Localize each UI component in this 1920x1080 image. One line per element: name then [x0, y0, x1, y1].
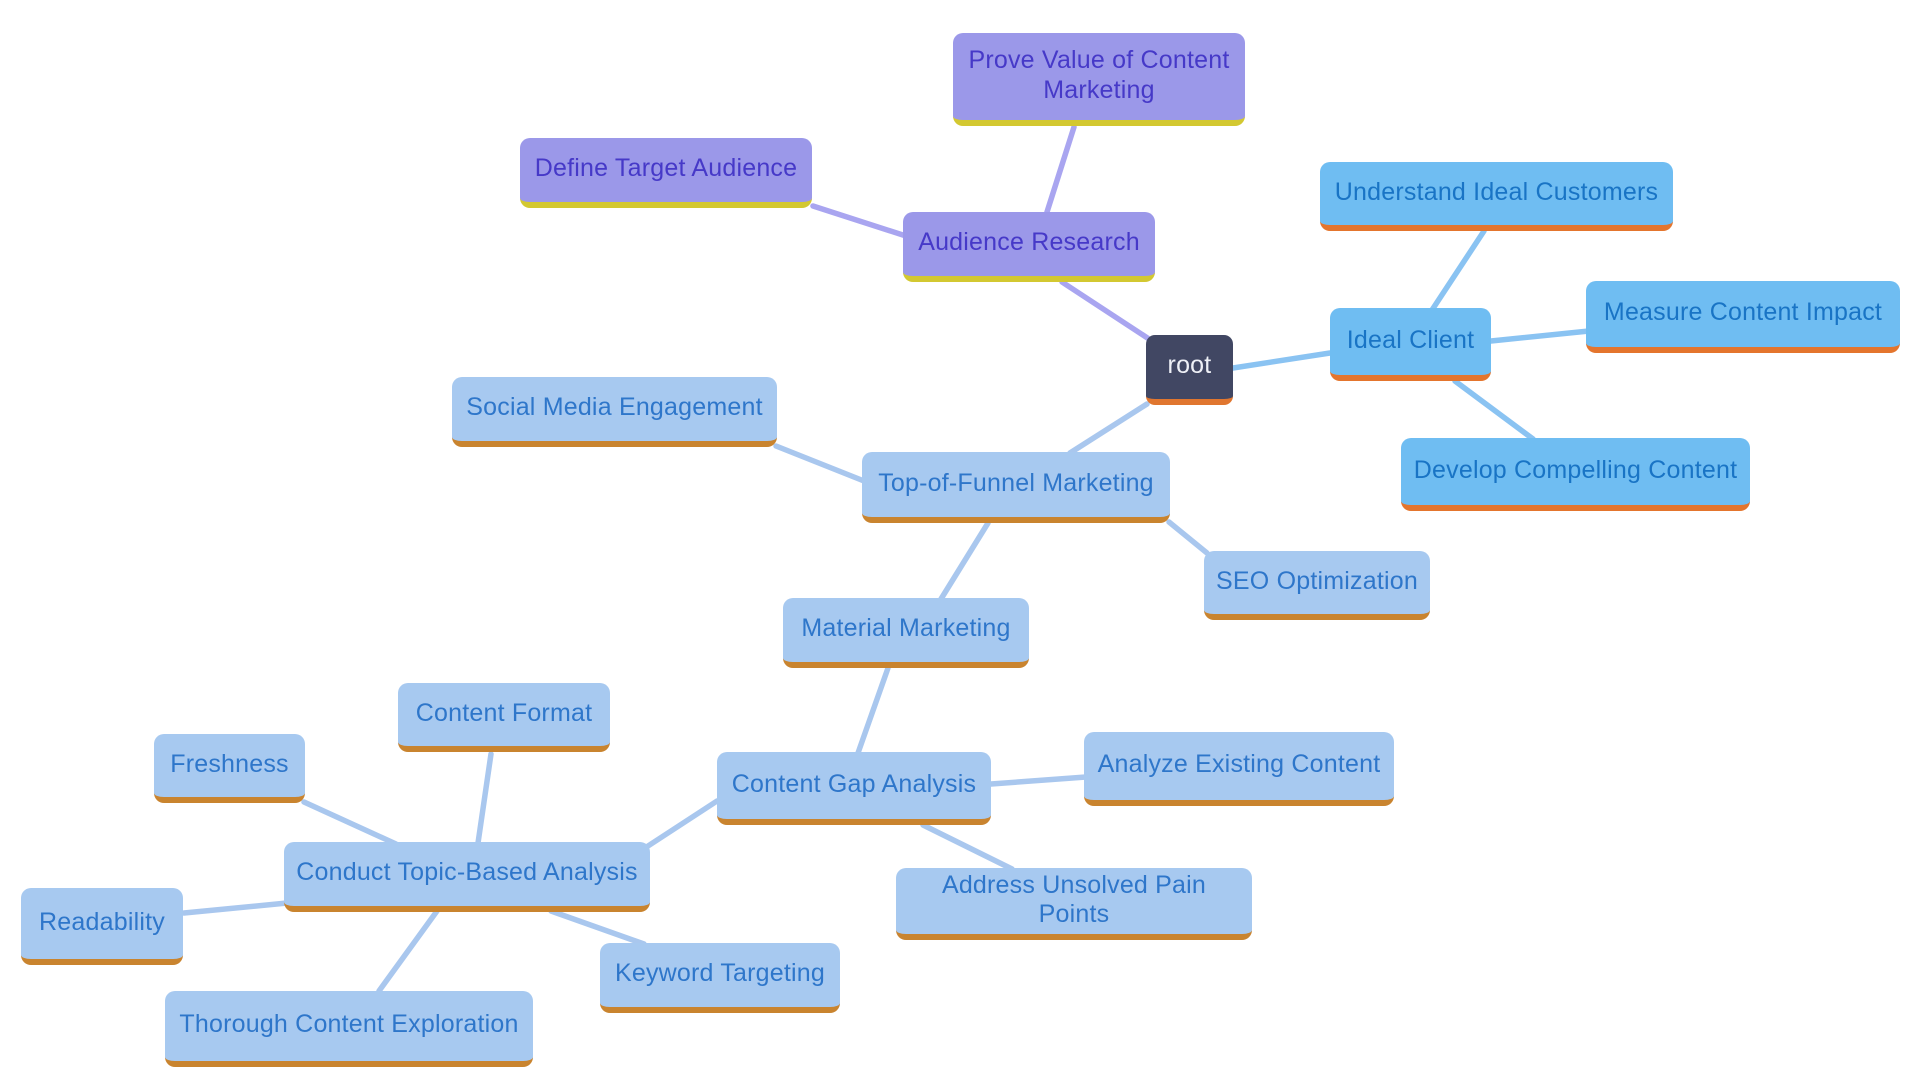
mindmap-edge-material_marketing-to-content_gap_analysis — [855, 665, 891, 756]
node-label: Develop Compelling Content — [1413, 455, 1738, 484]
mindmap-node-top-of-funnel-marketing[interactable]: Top-of-Funnel Marketing — [862, 452, 1170, 523]
mindmap-edge-conduct_topic_based_analysis-to-thorough_content_exploration — [376, 908, 440, 994]
mindmap-node-conduct-topic-based-analysis[interactable]: Conduct Topic-Based Analysis — [284, 842, 650, 912]
mindmap-edge-ideal_client-to-develop_compelling_content — [1452, 378, 1536, 442]
node-label: Freshness — [170, 749, 289, 778]
mindmap-edge-conduct_topic_based_analysis-to-readability — [181, 900, 290, 916]
mindmap-edge-audience_research-to-define_target_audience — [810, 203, 909, 239]
mindmap-edge-top_of_funnel_marketing-to-social_media_engagement — [773, 443, 867, 484]
node-label: Measure Content Impact — [1603, 298, 1883, 327]
node-label: Conduct Topic-Based Analysis — [296, 858, 638, 887]
node-label: root — [1167, 351, 1212, 380]
mindmap-edge-conduct_topic_based_analysis-to-freshness — [301, 799, 399, 847]
mindmap-node-readability[interactable]: Readability — [21, 888, 183, 965]
mindmap-edge-conduct_topic_based_analysis-to-content_format — [475, 751, 494, 846]
node-label: Audience Research — [918, 228, 1140, 257]
node-label: Address Unsolved Pain Points — [941, 870, 1207, 929]
mindmap-edge-top_of_funnel_marketing-to-material_marketing — [938, 520, 991, 602]
node-label: Understand Ideal Customers — [1334, 177, 1659, 206]
mindmap-node-prove-value-of-content-marketing[interactable]: Prove Value of Content Marketing — [953, 33, 1245, 126]
mindmap-edge-ideal_client-to-understand_ideal_customers — [1429, 228, 1487, 313]
mindmap-edge-ideal_client-to-measure_content_impact — [1488, 328, 1592, 344]
node-label: Thorough Content Exploration — [179, 1010, 519, 1039]
node-label: Social Media Engagement — [466, 393, 763, 422]
node-label: Readability — [39, 907, 165, 936]
mindmap-edge-conduct_topic_based_analysis-to-keyword_targeting — [548, 908, 647, 947]
node-label: Top-of-Funnel Marketing — [878, 468, 1154, 497]
node-label: Material Marketing — [801, 614, 1011, 643]
node-label: Content Format — [415, 698, 593, 727]
mindmap-node-seo-optimization[interactable]: SEO Optimization — [1204, 551, 1430, 620]
mindmap-node-thorough-content-exploration[interactable]: Thorough Content Exploration — [165, 991, 533, 1067]
mindmap-node-develop-compelling-content[interactable]: Develop Compelling Content — [1401, 438, 1750, 511]
mindmap-node-content-format[interactable]: Content Format — [398, 683, 610, 752]
mindmap-node-material-marketing[interactable]: Material Marketing — [783, 598, 1029, 668]
node-label: Keyword Targeting — [614, 959, 825, 988]
node-label: Prove Value of Content Marketing — [968, 46, 1230, 104]
node-label: Analyze Existing Content — [1097, 750, 1381, 779]
mindmap-node-audience-research[interactable]: Audience Research — [903, 212, 1155, 282]
mindmap-edge-audience_research-to-prove_value_of_content_marketing — [1044, 124, 1077, 215]
mindmap-edge-content_gap_analysis-to-address_unsolved_pain_points — [920, 822, 1015, 872]
mindmap-node-ideal-client[interactable]: Ideal Client — [1330, 308, 1491, 381]
mindmap-node-keyword-targeting[interactable]: Keyword Targeting — [600, 943, 840, 1013]
mindmap-edge-top_of_funnel_marketing-to-seo_optimization — [1166, 519, 1210, 556]
node-label: Content Gap Analysis — [731, 769, 977, 798]
mindmap-edge-root-to-top_of_funnel_marketing — [1067, 401, 1150, 456]
mindmap-node-analyze-existing-content[interactable]: Analyze Existing Content — [1084, 732, 1394, 806]
mindmap-edge-root-to-audience_research — [1059, 279, 1155, 344]
mindmap-node-define-target-audience[interactable]: Define Target Audience — [520, 138, 812, 208]
node-label: Ideal Client — [1346, 325, 1475, 354]
mindmap-node-root[interactable]: root — [1146, 335, 1233, 405]
mindmap-node-address-unsolved-pain-points[interactable]: Address Unsolved Pain Points — [896, 868, 1252, 940]
node-label: Define Target Audience — [534, 154, 798, 183]
mindmap-node-freshness[interactable]: Freshness — [154, 734, 305, 803]
mindmap-edge-content_gap_analysis-to-analyze_existing_content — [988, 774, 1089, 787]
mindmap-node-measure-content-impact[interactable]: Measure Content Impact — [1586, 281, 1900, 353]
mindmap-edge-root-to-ideal_client — [1230, 350, 1333, 371]
mindmap-node-content-gap-analysis[interactable]: Content Gap Analysis — [717, 752, 991, 825]
node-label: SEO Optimization — [1216, 566, 1418, 595]
mindmap-edge-content_gap_analysis-to-conduct_topic_based_analysis — [645, 798, 720, 849]
mindmap-node-understand-ideal-customers[interactable]: Understand Ideal Customers — [1320, 162, 1673, 231]
mindmap-node-social-media-engagement[interactable]: Social Media Engagement — [452, 377, 777, 447]
